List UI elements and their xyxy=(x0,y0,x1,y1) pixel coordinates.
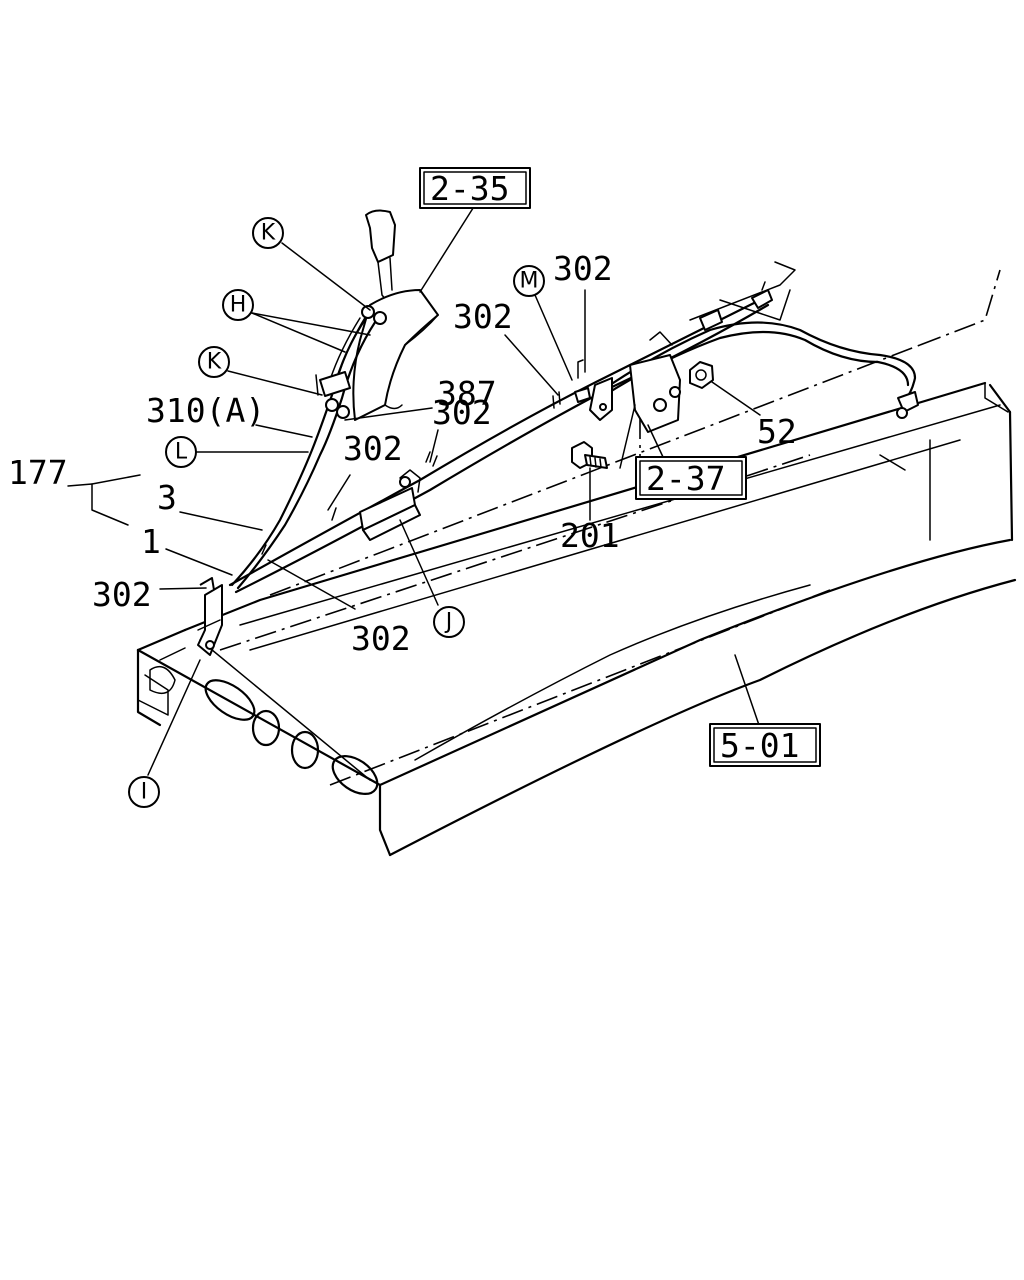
bolt-201 xyxy=(571,441,608,469)
ref-label-2-37: 2-37 xyxy=(646,459,725,498)
circle-ref-i: I xyxy=(128,776,160,808)
part-label-177: 177 xyxy=(8,453,68,492)
cable-clamp-j xyxy=(359,469,421,541)
part-label-302-mid: 302 xyxy=(453,297,513,336)
ref-label-2-35: 2-35 xyxy=(430,169,509,208)
ref-box-2-37[interactable]: 2-37 xyxy=(635,456,747,500)
circle-ref-m: M xyxy=(513,265,545,297)
circle-ref-j: J xyxy=(433,606,465,638)
svg-text:H: H xyxy=(230,293,247,318)
ref-box-5-01[interactable]: 5-01 xyxy=(709,723,821,767)
part-label-310a: 310(A) xyxy=(146,391,265,430)
part-label-302-left-mid: 302 xyxy=(343,429,403,468)
circle-ref-k-upper: K xyxy=(252,217,284,249)
svg-text:J: J xyxy=(444,610,453,635)
part-label-3: 3 xyxy=(157,478,177,517)
ref-label-5-01: 5-01 xyxy=(720,726,799,765)
shift-cables xyxy=(228,281,919,594)
circle-ref-h: H xyxy=(222,289,254,321)
svg-text:I: I xyxy=(141,780,148,805)
part-label-302-bottom: 302 xyxy=(351,619,411,658)
part-label-302-left: 302 xyxy=(92,575,152,614)
svg-text:K: K xyxy=(261,221,276,246)
cable-clips xyxy=(261,359,584,555)
shift-lever-assembly xyxy=(230,209,439,590)
part-label-302-center: 302 xyxy=(432,393,492,432)
part-label-302-top-right: 302 xyxy=(553,249,613,288)
part-label-201: 201 xyxy=(560,516,620,555)
ref-box-2-35[interactable]: 2-35 xyxy=(419,167,531,209)
part-label-52: 52 xyxy=(757,412,797,451)
svg-text:M: M xyxy=(520,269,539,294)
circle-ref-k-lower: K xyxy=(198,346,230,378)
rear-rail-bracket xyxy=(689,261,796,321)
frame-rail xyxy=(136,269,1017,857)
part-label-1: 1 xyxy=(141,522,161,561)
rear-bracket xyxy=(574,331,681,433)
leader-lines xyxy=(67,204,761,776)
part-label-387: 387 xyxy=(437,374,497,413)
svg-text:L: L xyxy=(175,440,188,465)
nut-52 xyxy=(689,361,714,389)
front-bracket-i xyxy=(197,577,223,656)
svg-text:K: K xyxy=(207,350,222,375)
circle-ref-l: L xyxy=(165,436,197,468)
